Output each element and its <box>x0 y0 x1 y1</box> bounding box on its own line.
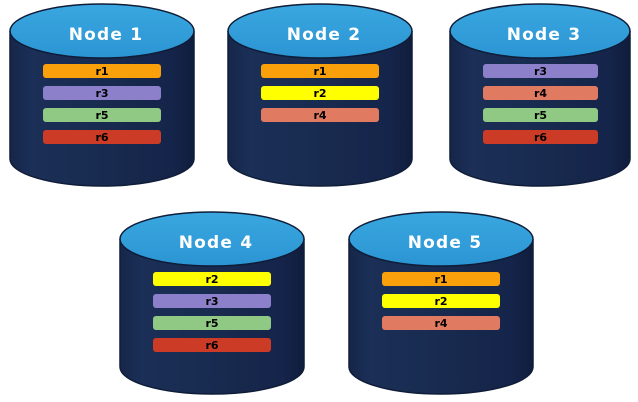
database-node-1[interactable]: Node 1 r1 r3 r5 r6 <box>9 3 195 187</box>
record-bar-r4[interactable] <box>261 108 379 122</box>
record-bar-r6[interactable] <box>43 130 161 144</box>
cylinder-top-disc <box>119 211 305 267</box>
record-bar-r5[interactable] <box>43 108 161 122</box>
database-node-4[interactable]: Node 4 r2 r3 r5 r6 <box>119 211 305 395</box>
record-label: r2 <box>313 87 326 100</box>
cylinder-top-disc <box>227 3 413 59</box>
cylinder-top-disc <box>9 3 195 59</box>
record-label: r6 <box>205 339 218 352</box>
record-label: r4 <box>313 109 326 122</box>
record-bar-r2[interactable] <box>261 86 379 100</box>
record-label: r1 <box>95 65 108 78</box>
database-node-5[interactable]: Node 5 r1 r2 r4 <box>348 211 534 395</box>
record-bar-r6[interactable] <box>483 130 598 144</box>
record-label: r3 <box>534 65 547 78</box>
record-bar-r1[interactable] <box>382 272 500 286</box>
record-label: r5 <box>205 317 218 330</box>
record-label: r2 <box>205 273 218 286</box>
record-bar-r2[interactable] <box>382 294 500 308</box>
cylinder-top-disc <box>348 211 534 267</box>
node-title: Node 4 <box>179 233 254 253</box>
record-bar-r3[interactable] <box>153 294 271 308</box>
record-label: r1 <box>434 273 447 286</box>
record-label: r6 <box>534 131 547 144</box>
record-bar-r4[interactable] <box>382 316 500 330</box>
record-bar-r1[interactable] <box>43 64 161 78</box>
record-label: r3 <box>95 87 108 100</box>
record-label: r5 <box>534 109 547 122</box>
cylinder-top-disc <box>449 3 631 59</box>
record-bar-r5[interactable] <box>153 316 271 330</box>
database-node-2[interactable]: Node 2 r1 r2 r4 <box>227 3 413 187</box>
record-label: r3 <box>205 295 218 308</box>
record-bar-r4[interactable] <box>483 86 598 100</box>
record-bar-r1[interactable] <box>261 64 379 78</box>
node-title: Node 2 <box>287 25 362 45</box>
record-label: r1 <box>313 65 326 78</box>
record-label: r4 <box>534 87 547 100</box>
node-title: Node 1 <box>69 25 144 45</box>
record-bar-r2[interactable] <box>153 272 271 286</box>
database-node-3[interactable]: Node 3 r3 r4 r5 r6 <box>449 3 631 187</box>
record-label: r6 <box>95 131 108 144</box>
record-bar-r5[interactable] <box>483 108 598 122</box>
record-bar-r3[interactable] <box>483 64 598 78</box>
node-title: Node 3 <box>507 25 582 45</box>
record-label: r2 <box>434 295 447 308</box>
node-title: Node 5 <box>408 233 483 253</box>
record-label: r4 <box>434 317 447 330</box>
record-bar-r3[interactable] <box>43 86 161 100</box>
record-bar-r6[interactable] <box>153 338 271 352</box>
record-label: r5 <box>95 109 108 122</box>
